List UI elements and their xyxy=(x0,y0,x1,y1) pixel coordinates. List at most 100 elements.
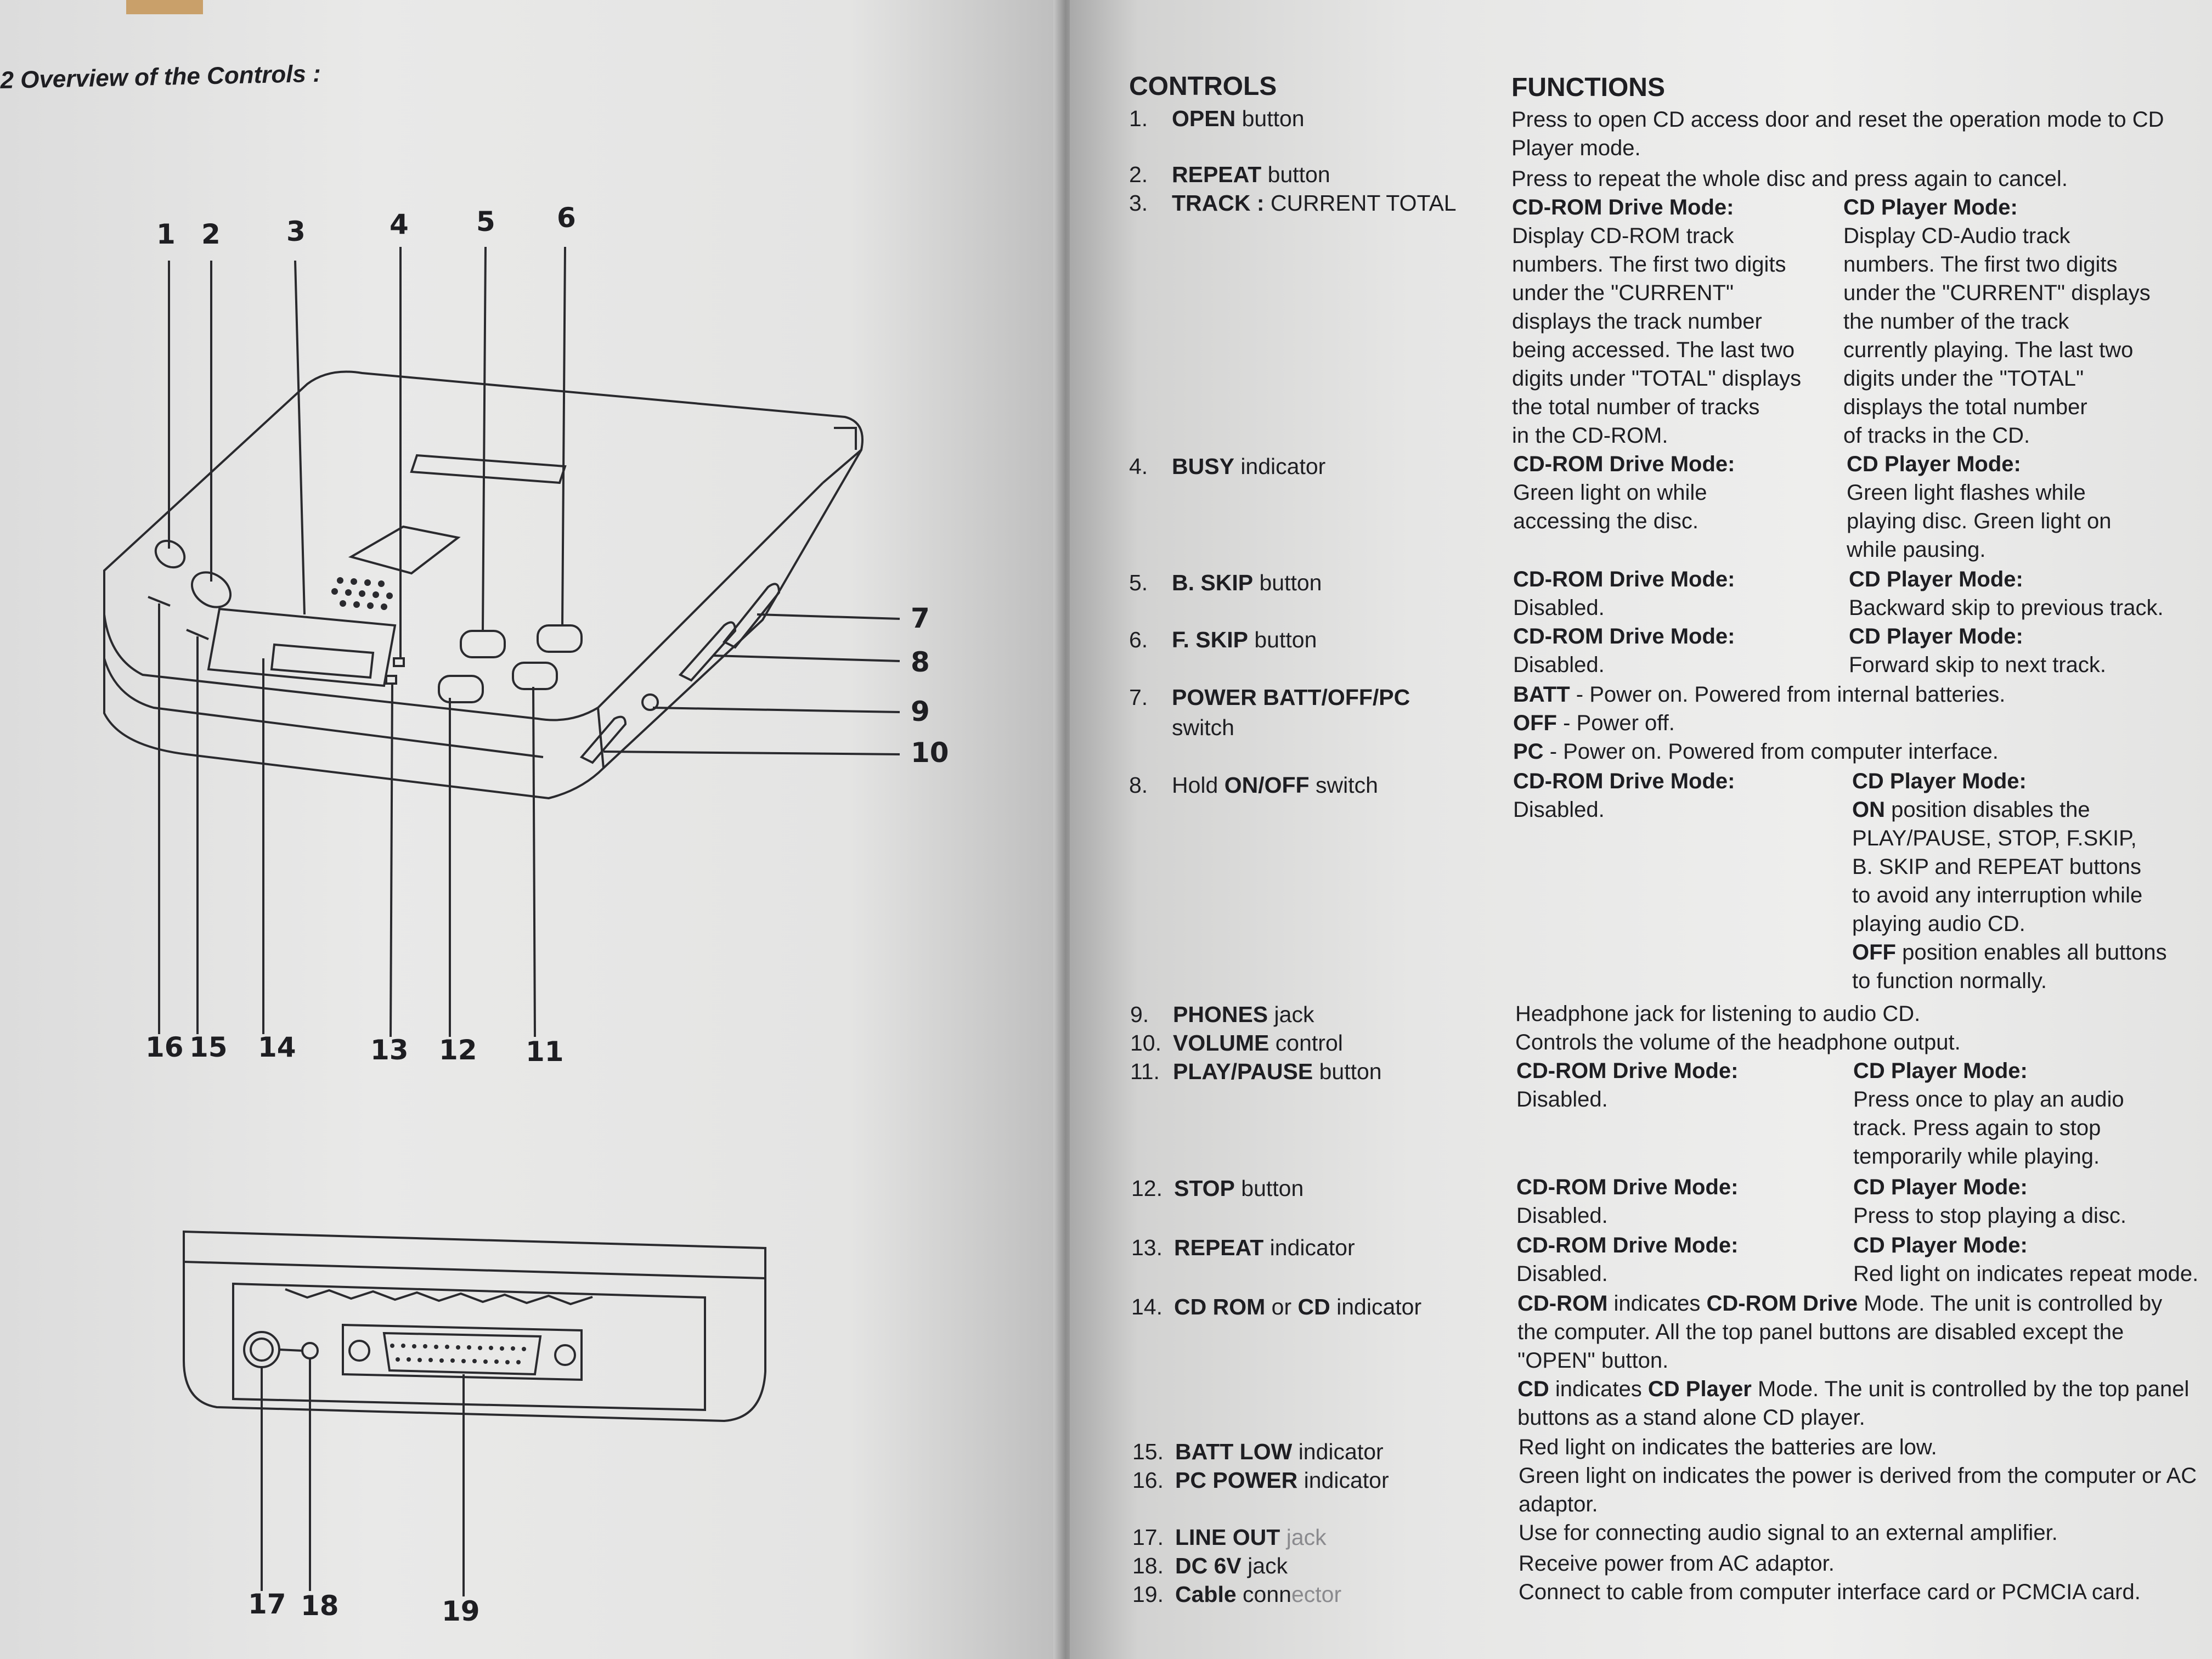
control-num: 15. xyxy=(1132,1439,1164,1464)
function-line: Green light on while xyxy=(1513,481,1707,505)
function-line: OFF position enables all buttons xyxy=(1852,938,2203,967)
control-num: 14. xyxy=(1131,1294,1163,1319)
function-16: Green light on indicates the power is de… xyxy=(1519,1462,2199,1519)
function-bold-2: CD-ROM Drive xyxy=(1706,1291,1858,1316)
function-3-rom: CD-ROM Drive Mode: Display CD-ROM track … xyxy=(1512,193,1841,450)
callout-8: 8 xyxy=(911,646,930,678)
mode-heading: CD-ROM Drive Mode: xyxy=(1512,195,1734,219)
control-bold: OPEN xyxy=(1172,106,1236,131)
function-13-rom: CD-ROM Drive Mode: Disabled. xyxy=(1516,1231,1846,1288)
mode-heading: CD Player Mode: xyxy=(1852,769,2027,793)
control-rest-2: switch xyxy=(1309,772,1378,798)
function-5-cd: CD Player Mode: Backward skip to previou… xyxy=(1849,565,2200,622)
control-bold: LINE OUT xyxy=(1175,1525,1280,1550)
control-num: 17. xyxy=(1132,1525,1164,1550)
function-line: to function normally. xyxy=(1852,967,2203,995)
function-line: adaptor. xyxy=(1519,1492,1598,1516)
function-line: Disabled. xyxy=(1513,596,1605,620)
control-num: 13. xyxy=(1131,1235,1163,1260)
control-rest: jack xyxy=(1268,1002,1314,1027)
control-bold-2: CD xyxy=(1297,1294,1330,1319)
function-line: OFF - Power off. xyxy=(1513,709,2193,737)
function-text: indicates xyxy=(1607,1291,1707,1316)
function-bold-2: CD Player xyxy=(1647,1377,1752,1401)
function-line: Display CD-ROM track xyxy=(1512,224,1734,248)
control-bold: STOP xyxy=(1174,1176,1235,1201)
function-line: Green light flashes while xyxy=(1847,481,2086,505)
function-line: Disabled. xyxy=(1516,1204,1608,1228)
control-rest-faded: ector xyxy=(1291,1582,1342,1607)
control-rest: jack xyxy=(1280,1525,1327,1550)
function-text: indicates xyxy=(1549,1377,1648,1401)
control-rest: button xyxy=(1313,1059,1382,1084)
control-bold: POWER BATT/OFF/PC xyxy=(1172,685,1410,710)
control-rest: indicator xyxy=(1263,1235,1355,1260)
control-bold: PHONES xyxy=(1173,1002,1268,1027)
control-bold: BUSY xyxy=(1172,454,1234,479)
callout-16: 16 xyxy=(145,1031,184,1063)
callout-17: 17 xyxy=(248,1588,286,1620)
mode-heading: CD-ROM Drive Mode: xyxy=(1516,1175,1739,1199)
control-num: 3. xyxy=(1129,190,1148,216)
control-bold: DC 6V xyxy=(1175,1553,1242,1578)
control-num: 6. xyxy=(1129,627,1148,652)
function-line: Disabled. xyxy=(1513,653,1605,677)
callout-2: 2 xyxy=(201,218,221,250)
callout-9: 9 xyxy=(911,696,930,727)
control-num: 8. xyxy=(1129,772,1148,798)
function-9: Headphone jack for listening to audio CD… xyxy=(1515,1002,1921,1026)
control-bold: F. SKIP xyxy=(1172,627,1248,652)
control-bold: Cable xyxy=(1175,1582,1237,1607)
function-text-2: Mode. The unit is controlled by xyxy=(1858,1291,2163,1316)
control-rest: or xyxy=(1265,1294,1298,1319)
function-line: currently playing. The last two xyxy=(1843,338,2134,362)
function-line: Green light on indicates the power is de… xyxy=(1519,1464,2197,1488)
function-line: CD indicates CD Player Mode. The unit is… xyxy=(1517,1375,2198,1403)
function-bold: OFF xyxy=(1513,711,1557,735)
mode-heading: CD Player Mode: xyxy=(1849,567,2023,591)
function-bold: BATT xyxy=(1513,682,1570,707)
control-num: 19. xyxy=(1132,1582,1164,1607)
function-line: Press once to play an audio xyxy=(1853,1087,2124,1111)
function-1: Press to open CD access door and reset t… xyxy=(1511,105,2164,162)
control-11: 11.PLAY/PAUSE button xyxy=(1130,1057,1382,1086)
control-6: 6.F. SKIP button xyxy=(1129,625,1317,654)
function-10: Controls the volume of the headphone out… xyxy=(1515,1030,1961,1054)
mode-heading: CD Player Mode: xyxy=(1853,1233,2028,1257)
control-1: 1.OPEN button xyxy=(1129,104,1305,133)
control-bold: B. SKIP xyxy=(1172,570,1254,595)
control-rest: indicator xyxy=(1234,454,1326,479)
control-14: 14.CD ROM or CD indicator xyxy=(1131,1293,1421,1321)
control-4: 4.BUSY indicator xyxy=(1129,452,1325,481)
control-num: 5. xyxy=(1129,570,1148,595)
control-rest: Hold xyxy=(1172,772,1224,798)
function-text: - Power on. Powered from internal batter… xyxy=(1570,682,2006,707)
control-7-cont: switch xyxy=(1129,713,1234,742)
function-line: while pausing. xyxy=(1847,538,1986,562)
control-num: 16. xyxy=(1132,1468,1164,1493)
function-line: Display CD-Audio track xyxy=(1843,224,2070,248)
callout-12: 12 xyxy=(439,1034,477,1066)
control-num: 2. xyxy=(1129,162,1148,187)
function-line: under the "CURRENT" displays xyxy=(1843,281,2151,305)
function-line: accessing the disc. xyxy=(1513,509,1699,533)
control-2: 2.REPEAT button xyxy=(1129,160,1330,189)
control-8: 8.Hold ON/OFF switch xyxy=(1129,771,1378,799)
function-text: - Power off. xyxy=(1556,711,1675,735)
function-8-cd: CD Player Mode: ON position disables the… xyxy=(1852,767,2203,995)
mode-heading: CD-ROM Drive Mode: xyxy=(1513,452,1735,476)
function-line: the computer. All the top panel buttons … xyxy=(1517,1318,2198,1346)
control-bold: BATT LOW xyxy=(1175,1439,1293,1464)
control-num: 9. xyxy=(1130,1002,1149,1027)
function-line: buttons as a stand alone CD player. xyxy=(1517,1403,2198,1432)
function-6-cd: CD Player Mode: Forward skip to next tra… xyxy=(1849,622,2200,679)
function-text: buttons as a stand alone CD player. xyxy=(1517,1406,1865,1430)
control-3: 3.TRACK : CURRENT TOTAL xyxy=(1129,189,1457,217)
callout-11: 11 xyxy=(526,1036,564,1068)
function-3-cd: CD Player Mode: Display CD-Audio track n… xyxy=(1843,193,2194,450)
function-text: the computer. All the top panel buttons … xyxy=(1517,1320,2124,1344)
function-bold: PC xyxy=(1513,740,1544,764)
function-12-rom: CD-ROM Drive Mode: Disabled. xyxy=(1516,1173,1846,1230)
left-page xyxy=(0,0,1062,1659)
control-bold: TRACK : xyxy=(1172,190,1271,216)
